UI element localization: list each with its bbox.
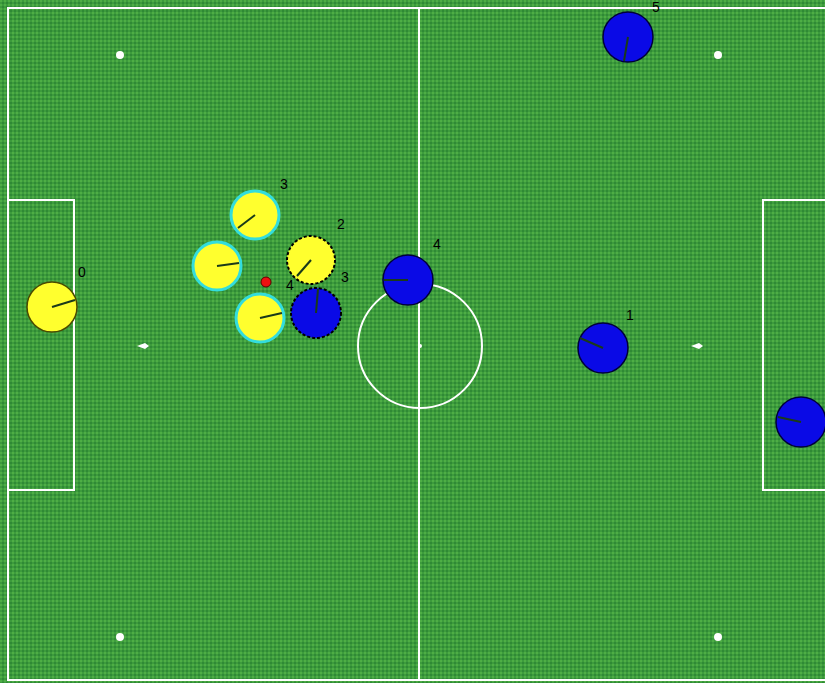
corner-spot [116, 51, 124, 59]
robot-number: 4 [433, 237, 441, 251]
robot-number: 3 [341, 270, 349, 284]
heading-line [297, 260, 311, 276]
blue-robot [776, 397, 825, 447]
heading-line [384, 279, 408, 281]
corner-spot [116, 633, 124, 641]
yellow-robot [193, 242, 241, 290]
heading-line [260, 313, 282, 318]
robot-number: 2 [337, 217, 345, 231]
heading-line [217, 263, 239, 266]
blue-robot [291, 288, 341, 338]
center-spot [418, 344, 422, 348]
yellow-team [27, 191, 335, 342]
blue-robot [383, 255, 433, 305]
yellow-robot [287, 236, 335, 284]
heading-line [238, 215, 255, 228]
robot-number: 5 [652, 0, 660, 14]
blue-team [291, 12, 825, 447]
penalty-spot [137, 343, 149, 349]
field-lines [8, 8, 825, 680]
yellow-robot [231, 191, 279, 239]
boundary-line [8, 8, 825, 680]
heading-line [624, 37, 628, 61]
penalty-area [8, 200, 74, 490]
robot-number: 3 [280, 177, 288, 191]
penalty-area [763, 200, 825, 490]
corner-spot [714, 633, 722, 641]
yellow-robot [27, 282, 77, 332]
field-marks [116, 51, 722, 641]
ball [261, 277, 271, 287]
yellow-robot [236, 294, 284, 342]
robot-number: 4 [286, 278, 294, 292]
corner-spot [714, 51, 722, 59]
blue-robot [578, 323, 628, 373]
heading-line [52, 300, 75, 307]
center-line [418, 8, 420, 680]
robot-number: 0 [78, 265, 86, 279]
penalty-spot [691, 343, 703, 349]
robot-number: 1 [626, 308, 634, 322]
heading-line [778, 417, 801, 422]
heading-line [580, 338, 603, 348]
blue-robot [603, 12, 653, 62]
heading-line [316, 289, 318, 313]
